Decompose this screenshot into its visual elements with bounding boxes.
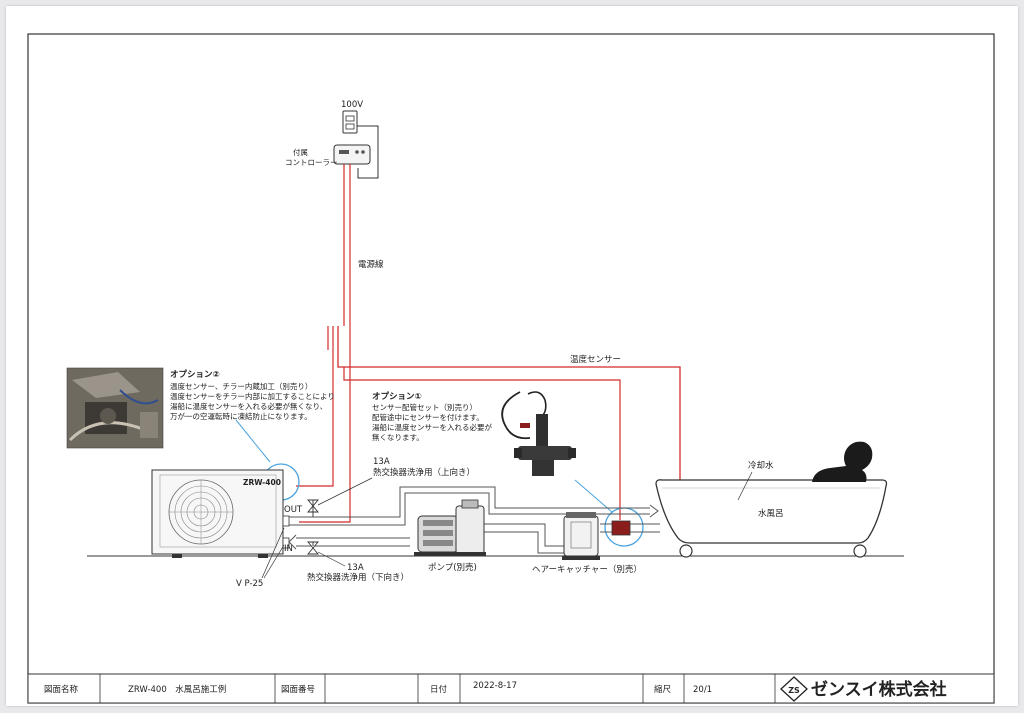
option2-line-3: 湯船に温度センサーを入れる必要が無くなり、 (170, 401, 327, 411)
pump-label: ポンプ(別売) (428, 562, 477, 573)
option2-title: オプション② (170, 369, 220, 380)
in-port (282, 537, 290, 549)
pipe-label: V P-25 (236, 579, 263, 589)
option1-line-4: 無くなります。 (372, 432, 424, 442)
installation-diagram: 100V 付属 コントローラー 電源線 温度センサー オプション② 温度センサー… (27, 33, 995, 704)
lower-valve-leader (317, 551, 346, 567)
drawing-sheet: 100V 付属 コントローラー 電源線 温度センサー オプション② 温度センサー… (6, 6, 1018, 706)
upper-valve-size: 13A (373, 457, 390, 467)
hair-catcher-label: ヘアーキャッチャー（別売） (532, 564, 642, 575)
controller-icon (333, 144, 371, 165)
option2-leader (235, 419, 271, 463)
option2-photo (66, 367, 164, 449)
option1-line-2: 配管途中にセンサーを付けます。 (372, 412, 484, 422)
option2-line-1: 温度センサー、チラー内蔵加工（別売り） (170, 381, 312, 391)
chiller-model-label: ZRW-400 (243, 478, 281, 487)
scale-value: 20/1 (693, 685, 712, 695)
company-logo-mark: ZS (788, 686, 800, 695)
company-logo-icon: ZS (780, 676, 808, 702)
drawing-name: ZRW-400 水風呂施工例 (128, 684, 226, 695)
company-name: ゼンスイ株式会社 (811, 679, 947, 700)
pipe-leader (261, 527, 285, 579)
outlet-icon (342, 110, 358, 134)
chiller-unit (151, 469, 284, 558)
drawing-frame (27, 33, 995, 704)
out-port-label: OUT (284, 505, 303, 515)
drawing-name-label: 図面名称 (44, 684, 79, 695)
lower-valve-label: 熱交換器洗浄用（下向き） (307, 572, 409, 583)
bathtub-icon (655, 479, 888, 558)
pump-icon (414, 499, 486, 556)
option1-line-3: 湯船に温度センサーを入れる必要が (372, 422, 492, 432)
hair-catcher-icon (562, 512, 600, 560)
controller-label-2: コントローラー (285, 158, 338, 167)
supply-pipe (289, 486, 659, 526)
power-label: 100V (341, 100, 363, 110)
option1-title: オプション① (372, 391, 422, 402)
upper-valve-leader (317, 477, 373, 506)
lower-valve-size: 13A (347, 563, 364, 573)
drawing-no-label: 図面番号 (281, 684, 315, 695)
person-silhouette-icon (812, 441, 873, 482)
power-cable-label: 電源線 (358, 259, 384, 270)
upper-valve-icon (307, 499, 319, 517)
scale-label: 縮尺 (654, 684, 672, 695)
title-block (27, 673, 995, 704)
option1-leader (574, 479, 613, 513)
lower-valve-icon (307, 541, 319, 555)
power-cable (296, 164, 351, 523)
controller-label-1: 付属 (293, 147, 308, 157)
temp-sensor-cable (337, 326, 681, 515)
inline-sensor-fitting (611, 520, 631, 536)
temp-sensor-label: 温度センサー (570, 354, 621, 365)
bath-water-leader (737, 471, 753, 501)
sensor-pipe-set-photo (501, 391, 576, 476)
date-value: 2022-8-17 (473, 681, 517, 691)
out-port (282, 515, 290, 527)
in-port-label: IN (284, 544, 293, 554)
date-label: 日付 (430, 684, 448, 695)
bath-tub-label: 水風呂 (758, 508, 784, 519)
sensor-cable-to-pipe (343, 367, 621, 520)
option2-line-4: 万が一の空運転時に凍結防止になります。 (170, 411, 312, 421)
power-cord (357, 125, 379, 179)
upper-valve-label: 熱交換器洗浄用（上向き） (373, 467, 475, 478)
option1-line-1: センサー配管セット（別売り） (372, 402, 477, 412)
bath-water-label: 冷却水 (748, 460, 774, 471)
option2-line-2: 温度センサーをチラー内部に加工することにより (170, 391, 335, 401)
